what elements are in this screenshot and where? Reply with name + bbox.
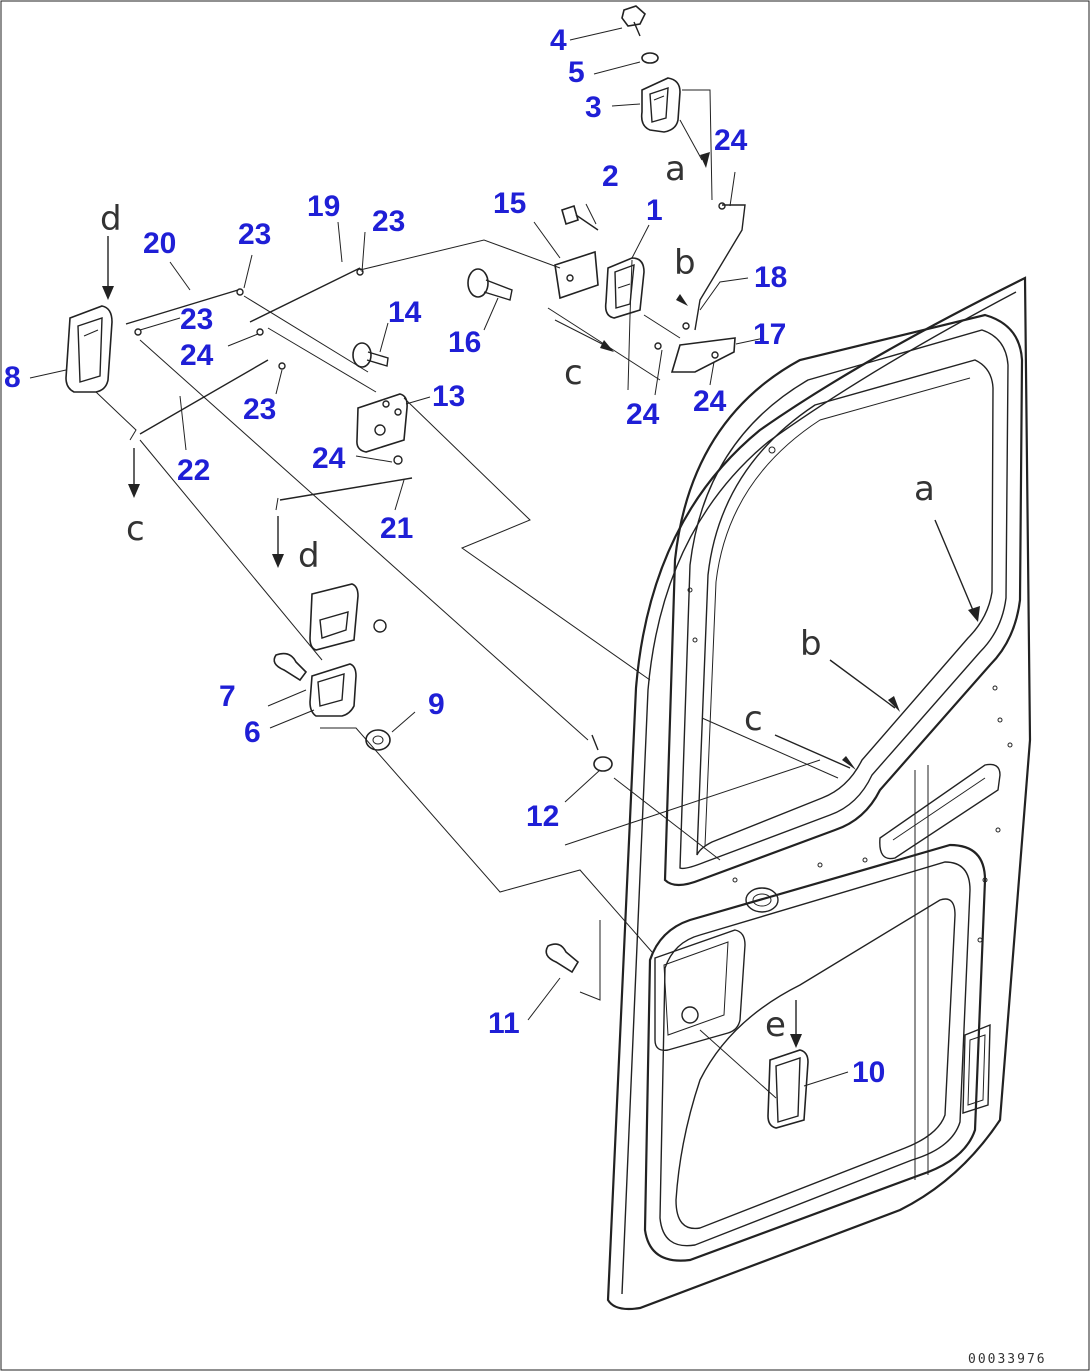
part-17-plate	[670, 337, 736, 373]
callout-10: 10	[852, 1056, 885, 1089]
callout-21: 21	[380, 512, 413, 545]
callout-22: 22	[177, 454, 210, 487]
reference-letters: d c d a b c a b c e	[100, 149, 935, 1045]
ref-letter-a: a	[665, 149, 686, 189]
part-15-bracket	[554, 250, 599, 300]
part-13-door-lock	[356, 393, 408, 453]
ref-letter-c: c	[126, 509, 145, 549]
linkage-rods	[125, 267, 413, 511]
callout-24: 24	[180, 339, 214, 372]
callout-23: 23	[180, 303, 213, 336]
callout-12: 12	[526, 800, 559, 833]
callout-24: 24	[626, 398, 660, 431]
callout-23: 23	[372, 205, 405, 238]
door-panel	[606, 276, 1032, 1311]
ref-letter-c: c	[744, 699, 763, 739]
callout-3: 3	[585, 91, 602, 124]
part-5-washer	[641, 52, 659, 64]
part-12-grommet	[591, 734, 613, 772]
part-6-lock-cylinder	[309, 663, 357, 717]
ref-letter-d: d	[298, 536, 320, 576]
door-lock-hole	[745, 887, 779, 913]
lock-bracket	[309, 583, 387, 651]
callout-15: 15	[493, 187, 526, 220]
part-11-clip	[545, 943, 580, 974]
part-2-screw	[561, 204, 599, 231]
ref-letter-c: c	[564, 353, 583, 393]
callout-24: 24	[312, 442, 346, 475]
door-window	[663, 313, 1024, 887]
part-16-bolt	[467, 268, 513, 301]
callout-11: 11	[488, 1007, 520, 1040]
part-14-bolt	[352, 342, 389, 368]
callout-13: 13	[432, 380, 465, 413]
callout-17: 17	[753, 318, 786, 351]
ref-letter-e: e	[765, 1005, 786, 1045]
part-4-bolt	[621, 5, 646, 37]
clips	[134, 202, 726, 465]
part-8-outer-handle	[65, 305, 113, 393]
ref-letter-b: b	[800, 624, 822, 664]
callout-1: 1	[646, 194, 663, 227]
callout-6: 6	[244, 716, 261, 749]
callout-19: 19	[307, 190, 340, 223]
callout-7: 7	[219, 680, 236, 713]
callout-23: 23	[238, 218, 271, 251]
part-9-nut	[365, 729, 391, 751]
door-lower-panel	[643, 843, 987, 1262]
callout-24: 24	[693, 385, 727, 418]
door-handle-recess	[654, 929, 746, 1051]
callout-9: 9	[428, 688, 445, 721]
door-mounting-holes	[687, 446, 1013, 943]
document-number: 00033976	[968, 1352, 1047, 1367]
leader-lines	[29, 27, 849, 1099]
callout-18: 18	[754, 261, 787, 294]
callout-14: 14	[388, 296, 422, 329]
ref-letter-b: b	[674, 243, 696, 283]
callout-5: 5	[568, 56, 585, 89]
part-callouts: 4 5 3 24 2 1 15 18 17 16 24 24 19 23 23 …	[4, 24, 885, 1089]
callout-2: 2	[602, 160, 619, 193]
callout-4: 4	[550, 24, 567, 57]
part-18-rod	[694, 204, 746, 331]
door-drain-slot	[962, 1023, 991, 1114]
door-waist-recess	[879, 763, 1001, 860]
reference-arrows	[102, 152, 980, 1048]
callout-23: 23	[243, 393, 276, 426]
part-1-inner-lever	[604, 257, 645, 319]
callout-8: 8	[4, 361, 21, 394]
ref-letter-a: a	[914, 469, 935, 509]
callout-24: 24	[714, 124, 748, 157]
part-10-pull-handle	[767, 1049, 809, 1129]
part-7-clip	[273, 652, 308, 682]
ref-letter-d: d	[100, 199, 122, 239]
callout-20: 20	[143, 227, 176, 260]
part-3-inner-handle	[640, 77, 681, 133]
callout-16: 16	[448, 326, 481, 359]
